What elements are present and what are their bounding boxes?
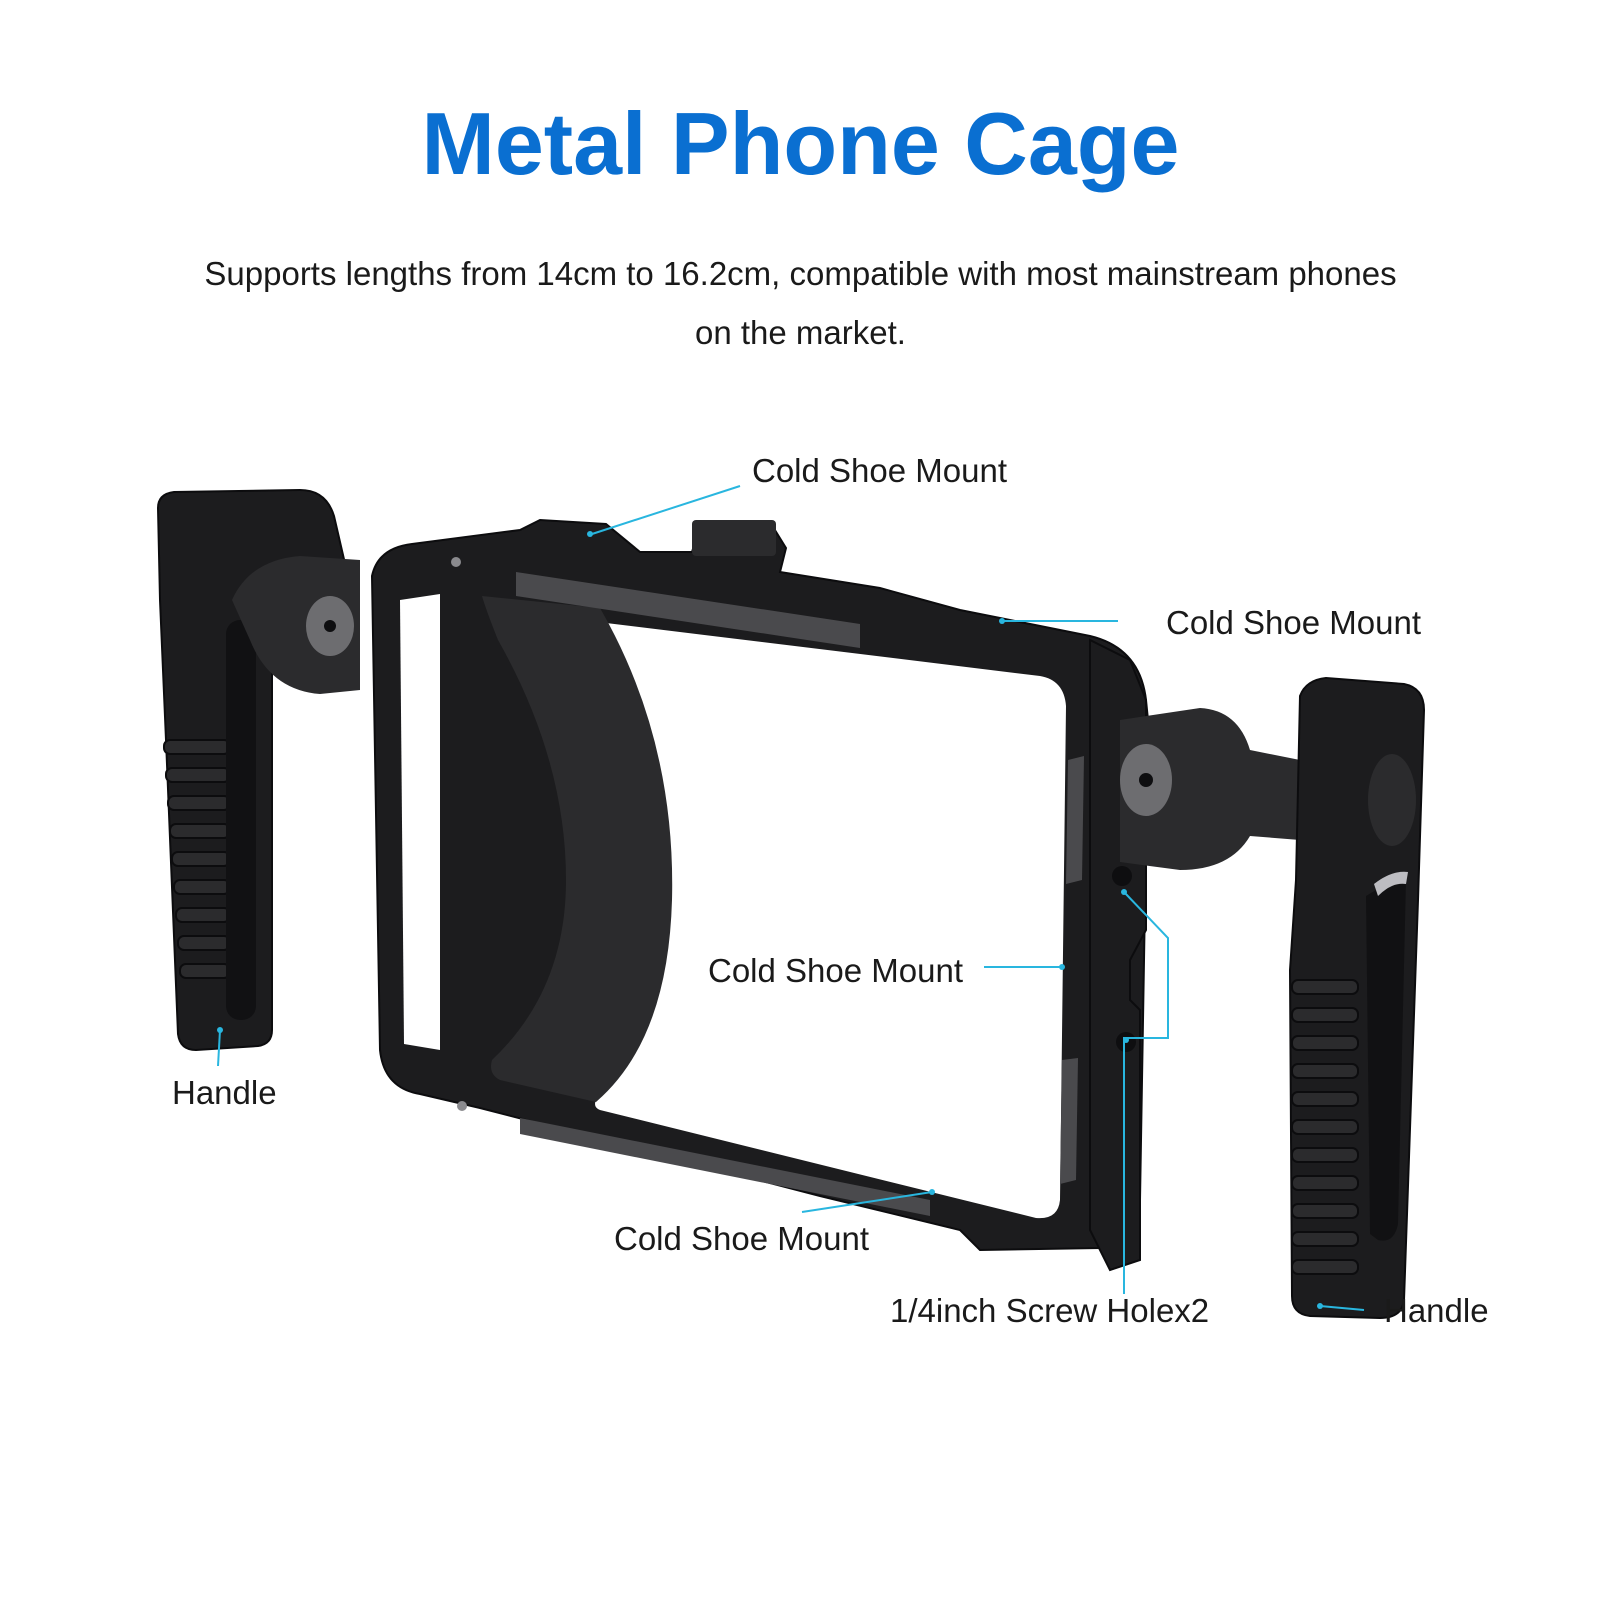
leader-handle-left — [217, 1029, 221, 1067]
leader-screw-holes — [1123, 891, 1169, 1294]
label-cold-shoe-side: Cold Shoe Mount — [708, 952, 963, 989]
cage-frame — [370, 518, 1150, 1252]
leader-cold-shoe-top — [591, 485, 741, 535]
leader-lines — [217, 485, 1365, 1311]
cage-left-window — [400, 594, 440, 1050]
right-handle — [1089, 638, 1426, 1320]
left-handle — [156, 488, 360, 1052]
leader-handle-right — [1319, 1305, 1365, 1311]
screw-hole-upper — [1112, 866, 1132, 886]
right-swivel-arm — [1120, 708, 1300, 870]
cage-window — [595, 622, 1066, 1219]
left-swivel-arm — [232, 556, 360, 694]
leader-cold-shoe-bottom — [801, 1191, 933, 1213]
left-handle-slot — [226, 620, 256, 1020]
right-handle-cap — [1368, 754, 1416, 846]
label-cold-shoe-bottom: Cold Shoe Mount — [614, 1220, 869, 1257]
label-cold-shoe-top: Cold Shoe Mount — [752, 452, 1007, 489]
page-title: Metal Phone Cage — [421, 94, 1180, 193]
top-cold-shoe-block — [692, 520, 776, 556]
label-handle-right: Handle — [1384, 1292, 1489, 1329]
left-handle-grip-ribs — [163, 739, 231, 979]
label-screw-holes: 1/4inch Screw Holex2 — [890, 1292, 1209, 1329]
page-subtitle: Supports lengths from 14cm to 16.2cm, co… — [204, 255, 1397, 351]
right-handle-grip-ribs — [1291, 979, 1359, 1275]
callout-labels: Cold Shoe Mount Cold Shoe Mount Cold Sho… — [172, 452, 1489, 1329]
right-handle-rail — [1366, 880, 1406, 1241]
cage-c-rib — [482, 596, 673, 1102]
label-cold-shoe-right: Cold Shoe Mount — [1166, 604, 1421, 641]
label-handle-left: Handle — [172, 1074, 277, 1111]
